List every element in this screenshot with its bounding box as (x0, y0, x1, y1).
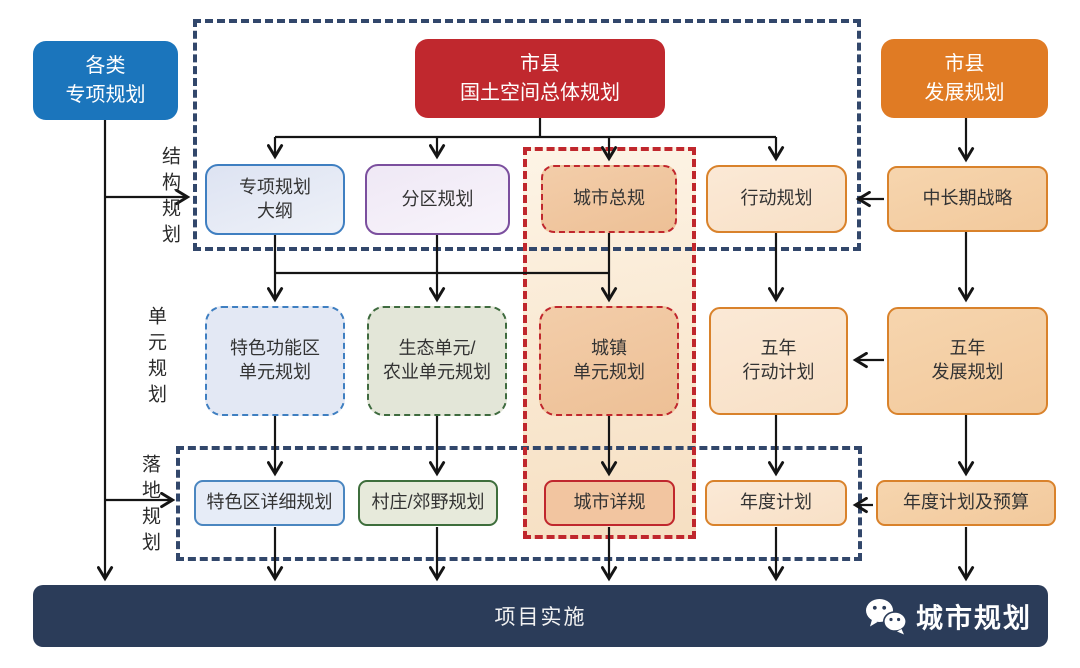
node-five-year-development-plan: 五年 发展规划 (887, 307, 1048, 415)
node-district-plan: 分区规划 (365, 164, 510, 235)
node-annual-plan: 年度计划 (705, 480, 847, 526)
label-unit-planning: 单元规划 (145, 306, 166, 410)
node-eco-agri-unit-plan: 生态单元/ 农业单元规划 (367, 306, 507, 416)
node-annual-plan-and-budget: 年度计划及预算 (876, 480, 1056, 526)
node-action-plan: 行动规划 (706, 165, 847, 233)
brand-name: 城市规划 (916, 603, 1032, 634)
node-special-area-detailed-plan: 特色区详细规划 (194, 480, 345, 526)
project-implementation-bar: 项目实施 城市规划 (33, 585, 1048, 647)
implementation-label: 项目实施 (494, 606, 587, 629)
node-special-plan-outline: 专项规划 大纲 (205, 164, 345, 235)
brand-badge: 城市规划 (864, 597, 1032, 636)
node-village-countryside-plan: 村庄/郊野规划 (358, 480, 498, 526)
node-territorial-master-plan: 市县 国土空间总体规划 (415, 39, 665, 118)
label-structure-planning: 结构规划 (159, 146, 180, 250)
node-development-plan: 市县 发展规划 (881, 39, 1048, 118)
node-city-master-plan: 城市总规 (541, 165, 677, 233)
node-town-unit-plan: 城镇 单元规划 (539, 306, 679, 416)
label-landing-planning: 落地规划 (139, 454, 160, 558)
node-five-year-action-plan: 五年 行动计划 (709, 307, 848, 415)
node-city-detailed-plan: 城市详规 (544, 480, 675, 526)
node-special-function-unit-plan: 特色功能区 单元规划 (205, 306, 345, 416)
node-midterm-strategy: 中长期战略 (887, 166, 1048, 232)
wechat-icon (866, 599, 907, 635)
node-special-plans: 各类 专项规划 (33, 41, 178, 120)
